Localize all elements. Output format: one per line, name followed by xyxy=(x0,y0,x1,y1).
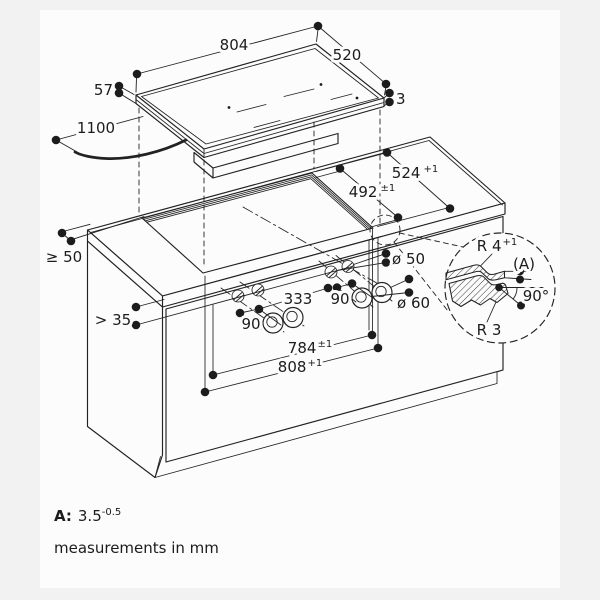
dim-cooktop-width: 804 xyxy=(220,36,249,54)
detail-radius-top: R 4+1 xyxy=(477,237,517,255)
dimension-dots xyxy=(51,21,525,397)
profile-lower-section xyxy=(448,274,509,308)
control-knobs xyxy=(262,281,393,334)
dimension-lines xyxy=(55,25,454,393)
cooktop-group xyxy=(73,43,385,179)
dim-cutout-depth-outer: 524+1 xyxy=(392,164,438,182)
cutout-rabbet-lines xyxy=(143,174,372,230)
dim-knob-diameter: ø 60 xyxy=(397,294,430,312)
dim-cutout-width-outer: 808+1 xyxy=(278,358,322,376)
detail-connector-lines xyxy=(393,232,464,312)
dim-hole-diameter: ø 50 xyxy=(392,250,425,268)
control-knob xyxy=(371,281,393,304)
note-units: measurements in mm xyxy=(54,539,219,557)
detail-ref-label: (A) xyxy=(513,255,535,273)
dim-cable-length: 1100 xyxy=(77,119,115,137)
dim-knob-spacing-right: 90 xyxy=(330,290,349,308)
control-knob xyxy=(351,287,373,309)
measure-drop-lines xyxy=(204,228,379,390)
zone-dot xyxy=(355,96,359,100)
dim-front-clearance: > 35 xyxy=(95,311,131,329)
detail-angle: 90° xyxy=(523,287,550,305)
profile-upper-section xyxy=(445,264,506,281)
dim-cooktop-height: 57 xyxy=(94,81,113,99)
projection-lines xyxy=(138,49,381,269)
note-a: A:3.5-0.5 xyxy=(54,507,121,525)
dim-glass-thickness: 3 xyxy=(396,90,406,108)
drill-hole xyxy=(251,283,265,297)
cooktop-housing xyxy=(193,132,339,179)
radius-bottom-leader xyxy=(486,301,497,323)
control-knob xyxy=(282,306,304,329)
dim-cutout-width-inner: 784±1 xyxy=(288,339,332,357)
worktop-edge-band xyxy=(86,202,506,308)
cooking-zone-marks xyxy=(236,88,353,128)
detail-source-circle xyxy=(369,214,401,246)
power-cable xyxy=(73,138,188,160)
cooktop-edge-lines xyxy=(135,99,385,158)
dim-knob-spacing-left: 90 xyxy=(241,315,260,333)
cabinet-group xyxy=(86,136,506,479)
dim-cutout-depth-inner: 492±1 xyxy=(349,183,395,201)
control-knob xyxy=(262,312,284,334)
radius-top-leader xyxy=(480,253,493,267)
cooktop-bezel xyxy=(141,48,379,145)
dim-group-spacing: 333 xyxy=(284,290,313,308)
zone-dot xyxy=(227,106,231,109)
zone-dot xyxy=(319,83,323,86)
dim-rear-clearance: ≥ 50 xyxy=(46,248,82,266)
worktop-cutout xyxy=(141,172,374,274)
dim-cooktop-depth: 520 xyxy=(333,46,362,64)
angle-lines xyxy=(498,287,544,306)
centreline xyxy=(242,206,390,291)
plinth-lines xyxy=(154,369,504,478)
detail-radius-bottom: R 3 xyxy=(477,321,502,339)
